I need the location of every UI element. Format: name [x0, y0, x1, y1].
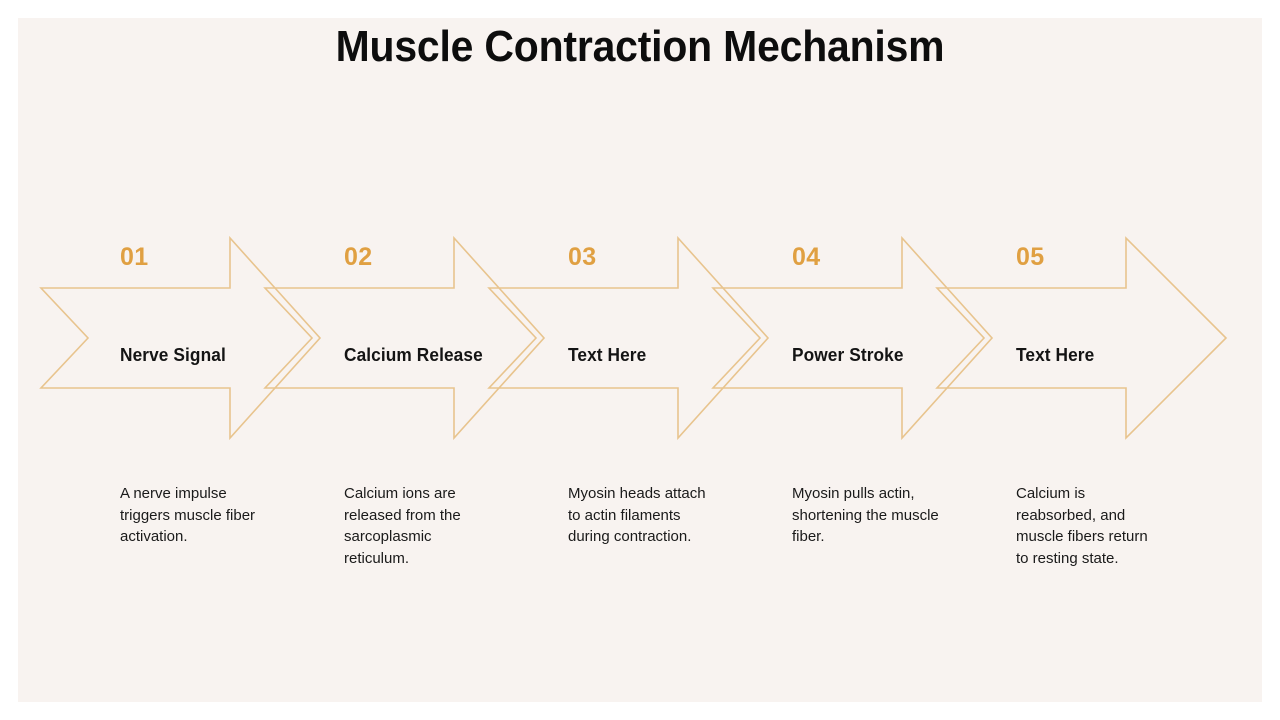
page-title: Muscle Contraction Mechanism	[335, 22, 945, 71]
step-description-5: Calcium is reabsorbed, and muscle fibers…	[1016, 485, 1148, 567]
step-description-2: Calcium ions are released from the sarco…	[344, 485, 461, 567]
step-number-3: 03	[568, 243, 597, 271]
step-title-2: Calcium Release	[344, 345, 483, 365]
step-title-3: Text Here	[568, 345, 647, 365]
step-description-1: A nerve impulse triggers muscle fiber ac…	[120, 485, 256, 545]
step-title-5: Text Here	[1016, 345, 1095, 365]
steps-container: 01 Nerve Signal A nerve impulse triggers…	[18, 18, 1262, 702]
step-description-4: Myosin pulls actin, shortening the muscl…	[792, 485, 939, 545]
step-number-5: 05	[1016, 243, 1045, 271]
step-title-4: Power Stroke	[792, 345, 904, 365]
step-description-3: Myosin heads attach to actin filaments d…	[568, 485, 706, 545]
step-title-1: Nerve Signal	[120, 345, 226, 365]
step-number-2: 02	[344, 243, 373, 271]
step-number-4: 04	[792, 243, 821, 271]
step-number-1: 01	[120, 243, 149, 271]
slide-canvas: Muscle Contraction Mechanism 01 Nerve Si…	[18, 18, 1262, 702]
